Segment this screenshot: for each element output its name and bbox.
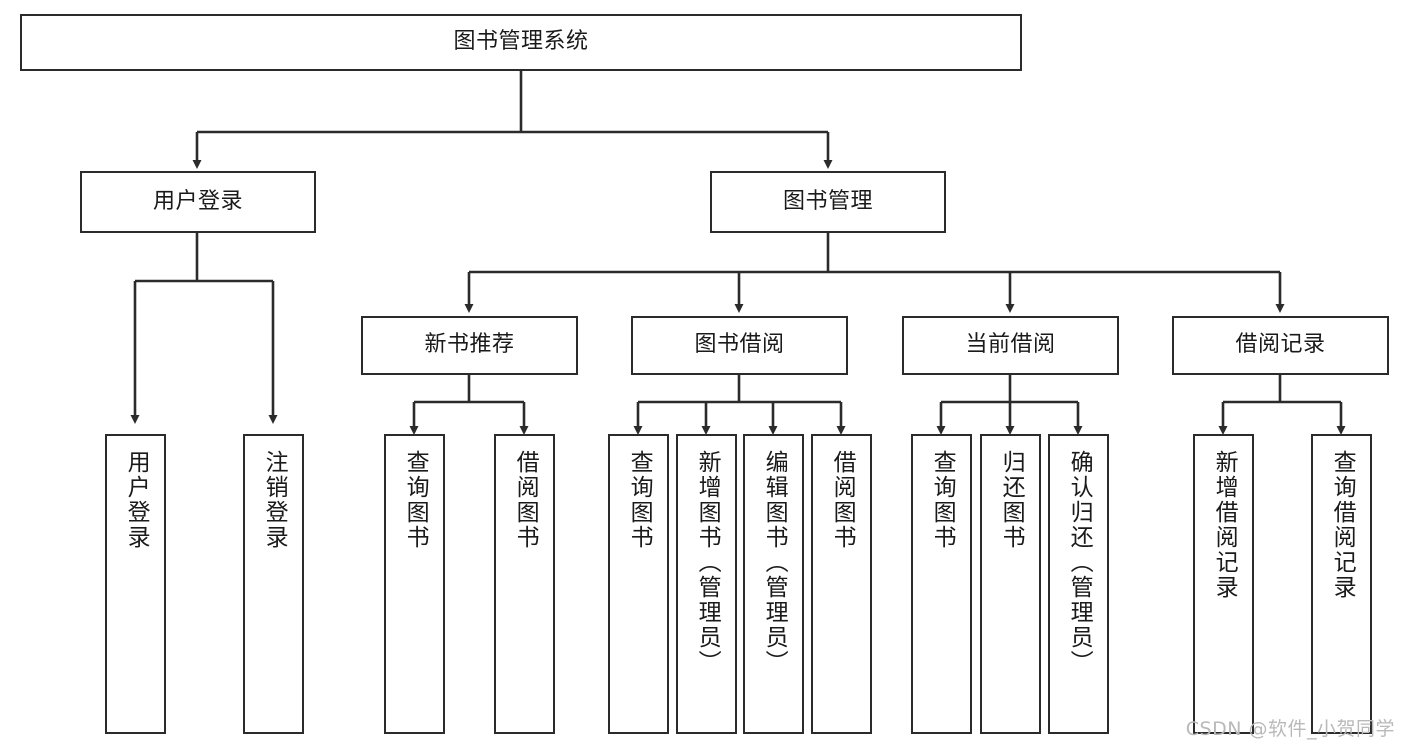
node-root-label: 图书管理系统 bbox=[453, 29, 589, 55]
node-new-book-recommend[interactable]: 新书推荐 bbox=[361, 316, 578, 375]
node-user-login-label: 用户登录 bbox=[152, 188, 243, 214]
node-leaf-user-login-signout[interactable]: 注销登录 bbox=[243, 434, 304, 734]
node-leaf-label: 新增借阅记录 bbox=[1211, 450, 1238, 600]
node-leaf-label: 查询借阅记录 bbox=[1329, 450, 1356, 600]
node-book-borrow-label: 图书借阅 bbox=[694, 332, 785, 358]
node-borrow-record[interactable]: 借阅记录 bbox=[1172, 316, 1389, 375]
node-book-manage-label: 图书管理 bbox=[782, 188, 873, 214]
node-leaf-label: 查询图书 bbox=[402, 450, 429, 550]
node-leaf-borrow-record-add[interactable]: 新增借阅记录 bbox=[1193, 434, 1254, 734]
node-leaf-book-borrow-edit[interactable]: 编辑图书（管理员） bbox=[743, 434, 804, 734]
watermark: CSDN @软件_小贺同学 bbox=[1185, 718, 1395, 740]
node-book-borrow[interactable]: 图书借阅 bbox=[631, 316, 848, 375]
node-leaf-label: 查询图书 bbox=[929, 450, 956, 550]
node-leaf-label: 新增图书（管理员） bbox=[694, 450, 721, 675]
node-leaf-current-borrow-query[interactable]: 查询图书 bbox=[911, 434, 972, 734]
node-leaf-label: 用户登录 bbox=[123, 450, 150, 550]
node-new-book-recommend-label: 新书推荐 bbox=[424, 332, 515, 358]
node-leaf-label: 借阅图书 bbox=[829, 450, 856, 550]
node-leaf-new-book-borrow[interactable]: 借阅图书 bbox=[494, 434, 555, 734]
node-leaf-borrow-record-query[interactable]: 查询借阅记录 bbox=[1311, 434, 1372, 734]
node-leaf-label: 查询图书 bbox=[626, 450, 653, 550]
node-leaf-user-login-signin[interactable]: 用户登录 bbox=[105, 434, 166, 734]
node-leaf-book-borrow-borrow[interactable]: 借阅图书 bbox=[811, 434, 872, 734]
node-leaf-book-borrow-query[interactable]: 查询图书 bbox=[608, 434, 669, 734]
node-root[interactable]: 图书管理系统 bbox=[20, 14, 1022, 71]
node-borrow-record-label: 借阅记录 bbox=[1235, 332, 1326, 358]
node-leaf-current-borrow-return[interactable]: 归还图书 bbox=[980, 434, 1041, 734]
node-leaf-current-borrow-confirm[interactable]: 确认归还（管理员） bbox=[1048, 434, 1109, 734]
node-leaf-new-book-query[interactable]: 查询图书 bbox=[384, 434, 445, 734]
node-leaf-label: 借阅图书 bbox=[512, 450, 539, 550]
node-current-borrow-label: 当前借阅 bbox=[965, 332, 1056, 358]
node-user-login[interactable]: 用户登录 bbox=[80, 171, 316, 233]
node-leaf-label: 确认归还（管理员） bbox=[1066, 450, 1093, 675]
node-leaf-label: 编辑图书（管理员） bbox=[761, 450, 788, 675]
node-leaf-label: 注销登录 bbox=[261, 450, 288, 550]
node-current-borrow[interactable]: 当前借阅 bbox=[902, 316, 1119, 375]
node-book-manage[interactable]: 图书管理 bbox=[710, 171, 946, 233]
node-leaf-label: 归还图书 bbox=[998, 450, 1025, 550]
node-leaf-book-borrow-add[interactable]: 新增图书（管理员） bbox=[676, 434, 737, 734]
